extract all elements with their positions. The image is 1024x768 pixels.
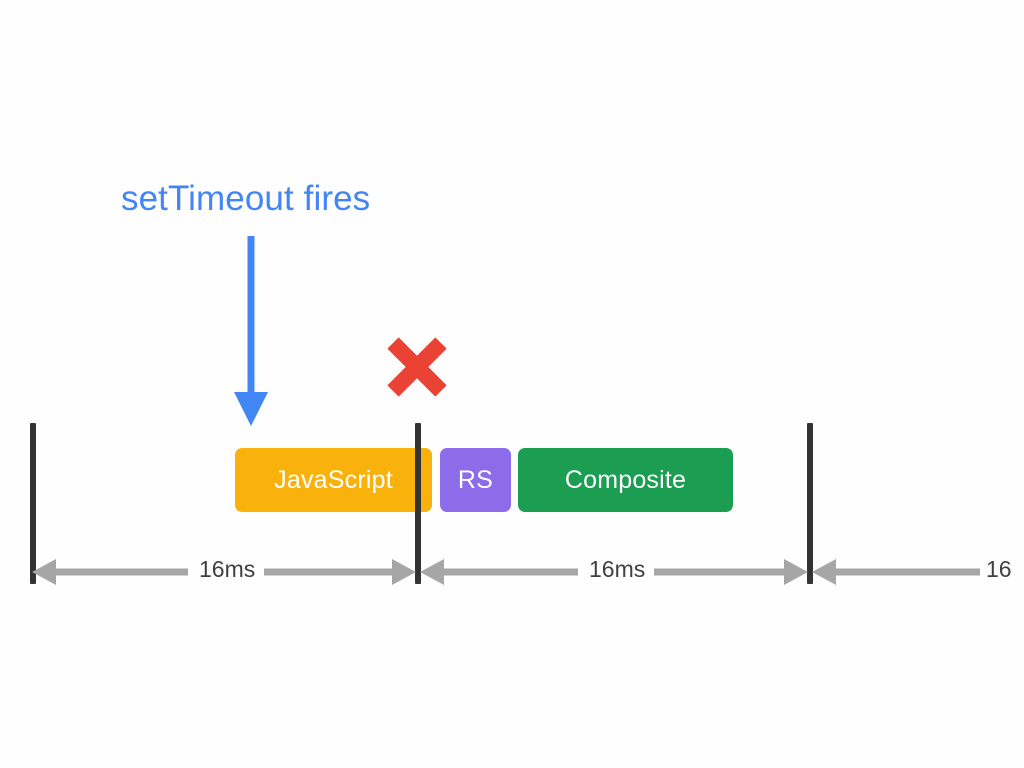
- activity-bar-rs[interactable]: RS: [440, 448, 511, 512]
- measurement-label-1: 16ms: [199, 556, 256, 582]
- measurement-label-2: 16ms: [589, 556, 646, 582]
- frame-boundary-tick-1: [30, 423, 36, 584]
- measurement-label-3: 16: [986, 556, 1012, 582]
- red-x-icon: [384, 334, 450, 400]
- activity-bar-label: Composite: [564, 465, 687, 494]
- frame-boundary-tick-3: [807, 423, 813, 584]
- activity-bar-javascript[interactable]: JavaScript: [235, 448, 432, 512]
- measurement-span-3: [810, 548, 1024, 596]
- activity-bar-label: JavaScript: [274, 465, 393, 494]
- settimeout-pointer-arrow: [226, 234, 276, 430]
- activity-bar-label: RS: [457, 465, 494, 494]
- frame-boundary-tick-2: [415, 423, 421, 584]
- measurement-span-2: [418, 548, 810, 596]
- activity-bar-composite[interactable]: Composite: [518, 448, 733, 512]
- measurement-span-1: [30, 548, 418, 596]
- settimeout-fires-label: setTimeout fires: [121, 179, 371, 218]
